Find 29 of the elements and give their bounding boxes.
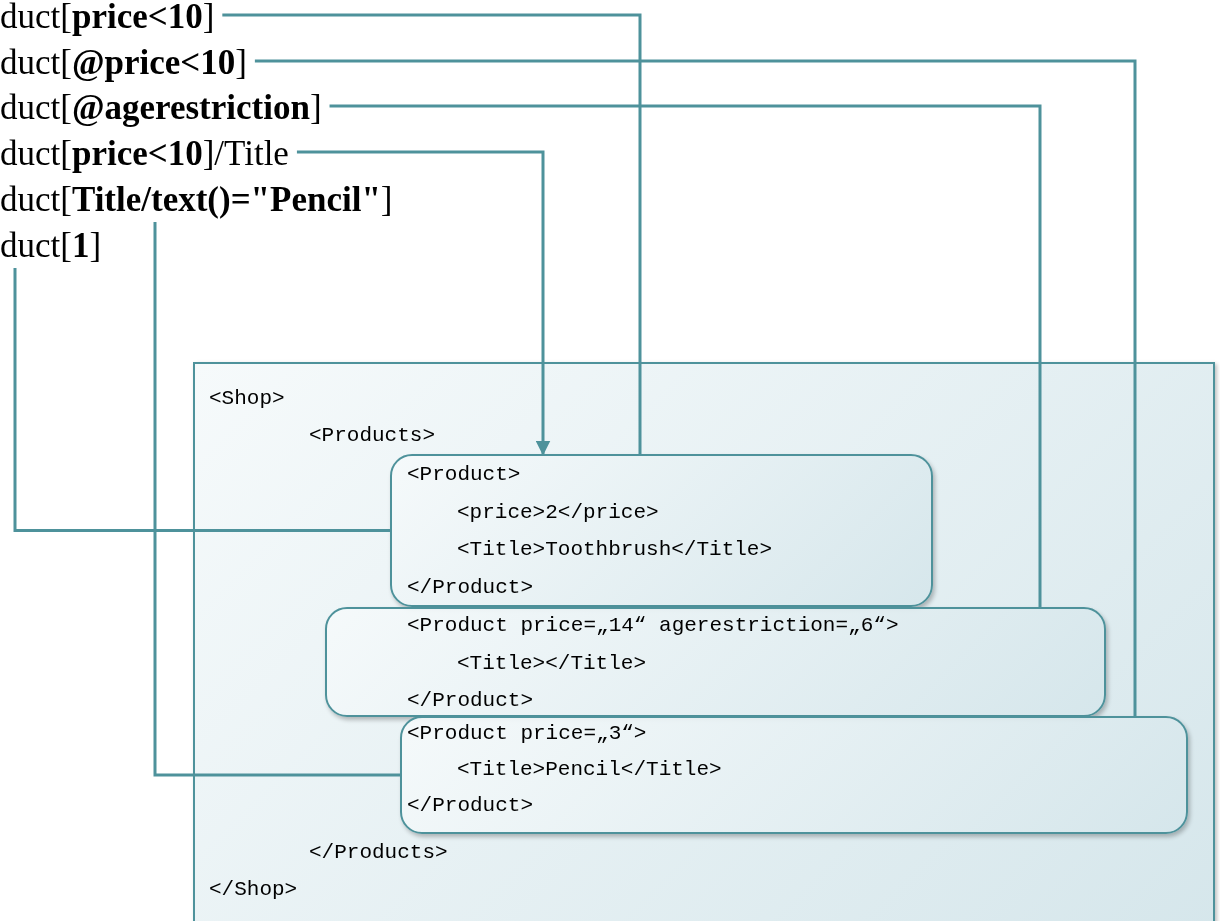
- code-line: <Title>Toothbrush</Title>: [457, 537, 773, 563]
- code-line: <Title>Pencil</Title>: [457, 757, 722, 783]
- xpath-expression: duct[price<10]/Title: [0, 134, 289, 174]
- xpath-expression: duct[price<10]: [0, 0, 215, 37]
- code-line: <Product price=„14“ agerestriction=„6“>: [407, 613, 899, 639]
- code-line: </Shop>: [209, 877, 298, 903]
- highlight-box: [325, 607, 1106, 717]
- code-line: <Product price=„3“>: [407, 721, 647, 747]
- connector-line: [222, 13, 642, 454]
- xpath-expression: duct[Title/text()="Pencil"]: [0, 180, 393, 220]
- xpath-expression: duct[@agerestriction]: [0, 88, 322, 128]
- highlight-box: [400, 716, 1188, 834]
- xpath-expression: duct[1]: [0, 226, 102, 266]
- connector-line: [329, 104, 1042, 607]
- code-panel: [193, 362, 1215, 921]
- code-line: </Product>: [407, 574, 534, 601]
- code-line: <Product>: [407, 462, 521, 488]
- connector-line: [254, 59, 1137, 716]
- code-line: <Shop>: [209, 386, 285, 412]
- code-line: <Products>: [309, 423, 436, 449]
- code-line: <Title></Title>: [457, 650, 647, 677]
- code-line: </Products>: [309, 840, 448, 866]
- code-line: <price>2</price>: [457, 499, 659, 526]
- connector-line: [13, 268, 390, 532]
- code-line: </Product>: [407, 793, 534, 819]
- arrow: [296, 150, 551, 456]
- xpath-expression: duct[@price<10]: [0, 43, 247, 83]
- code-line: </Product>: [407, 688, 534, 714]
- highlight-box: [390, 454, 933, 607]
